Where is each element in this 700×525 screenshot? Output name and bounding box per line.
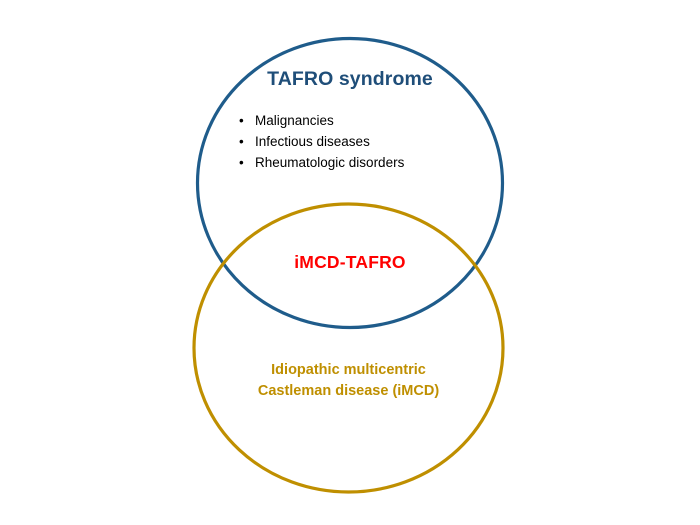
bullet-icon: • [239,113,244,128]
list-item: • Malignancies [197,110,503,131]
intersection-label: iMCD-TAFRO [294,252,406,272]
set-b-label-line-1: Idiopathic multicentric [271,362,426,378]
list-item: • Infectious diseases [197,131,503,152]
bullet-icon: • [239,134,244,149]
set-b-label-line-2: Castleman disease (iMCD) [257,383,440,399]
set-b-label: Idiopathic multicentric Castleman diseas… [194,360,503,402]
list-item: • Rheumatologic disorders [197,152,503,173]
list-item-label: Rheumatologic disorders [255,155,405,170]
set-a-title: TAFRO syndrome [267,68,433,90]
list-item-label: Malignancies [255,113,334,128]
set-b-circle [192,202,505,494]
set-a-circle [195,36,505,330]
list-item-label: Infectious diseases [255,134,370,149]
set-a-item-list: • Malignancies • Infectious diseases • Rheu… [197,110,503,173]
bullet-icon: • [239,155,244,170]
